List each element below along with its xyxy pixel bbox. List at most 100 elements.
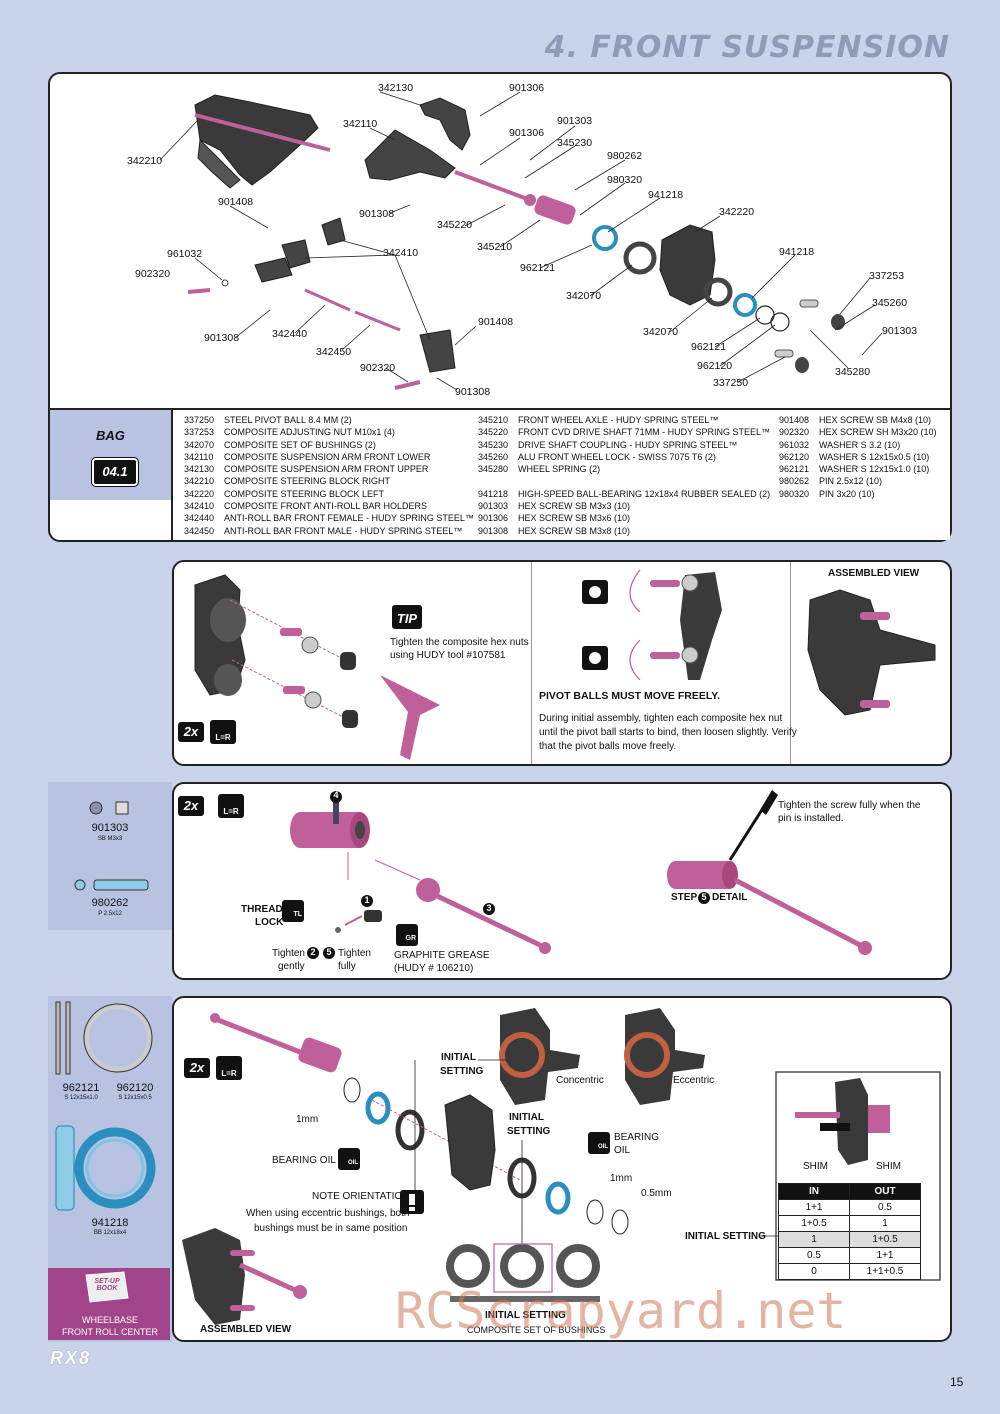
part-label: 342070 bbox=[566, 290, 602, 302]
parts-list-row: 345220 FRONT CVD DRIVE SHAFT 71MM - HUDY … bbox=[478, 426, 770, 438]
part-description: FRONT CVD DRIVE SHAFT 71MM - HUDY SPRING… bbox=[518, 427, 771, 438]
step1-assembled-view: ASSEMBLED VIEW bbox=[828, 568, 920, 579]
bearing-oil-right-1: BEARING bbox=[614, 1132, 660, 1143]
part-label: 337253 bbox=[869, 270, 905, 282]
bottom-initial-setting: INITIAL SETTING bbox=[485, 1310, 566, 1321]
shim-table-cell: 1+1+0.5 bbox=[849, 1263, 921, 1280]
side2-part1-id: 901303 bbox=[91, 822, 129, 834]
initial-setting-1: INITIAL bbox=[441, 1052, 476, 1063]
page-number: 15 bbox=[950, 1375, 964, 1389]
step2-lr: L=R bbox=[223, 807, 239, 816]
side3-part3-desc: BB 12x18x4 bbox=[93, 1230, 127, 1236]
tip-text-2: using HUDY tool #107581 bbox=[390, 650, 506, 661]
part-description: COMPOSITE SET OF BUSHINGS (2) bbox=[224, 439, 376, 450]
part-description: HEX SCREW SB M3x6 (10) bbox=[518, 513, 631, 524]
part-label: 345220 bbox=[437, 219, 473, 231]
part-label: 902320 bbox=[360, 362, 396, 374]
part-label: 980320 bbox=[607, 174, 643, 186]
part-description: WHEEL SPRING (2) bbox=[518, 464, 601, 475]
step1-divider-1 bbox=[531, 562, 532, 764]
table-initial-setting: INITIAL SETTING bbox=[685, 1231, 766, 1242]
side2-part2-id: 980262 bbox=[91, 897, 129, 909]
side3-part1-desc: S 12x15x1.0 bbox=[64, 1095, 98, 1101]
part-label: 342110 bbox=[343, 118, 378, 130]
step1-lr: L=R bbox=[215, 733, 231, 742]
eccentric-label: Eccentric bbox=[673, 1075, 715, 1086]
step3-assembled-view: ASSEMBLED VIEW bbox=[200, 1324, 292, 1335]
gr-icon: GR bbox=[405, 935, 417, 942]
note-orientation: NOTE ORIENTATION bbox=[312, 1191, 410, 1202]
side2-part2-desc: P 2.5x12 bbox=[98, 911, 122, 917]
setup-book-label: SET-UP BOOK bbox=[94, 1278, 120, 1292]
tighten-gently-2: gently bbox=[278, 961, 305, 972]
step-detail-pre: STEP bbox=[671, 892, 698, 903]
part-description: COMPOSITE SUSPENSION ARM FRONT UPPER bbox=[224, 464, 429, 475]
num-3: 3 bbox=[486, 903, 492, 913]
pivot-text-3: that the pivot balls move freely. bbox=[539, 741, 677, 752]
part-description: PIN 3x20 (10) bbox=[819, 488, 875, 499]
antiroll-holders bbox=[254, 217, 456, 373]
part-description: COMPOSITE FRONT ANTI-ROLL BAR HOLDERS bbox=[224, 501, 428, 512]
shim-table-cell: 0 bbox=[778, 1263, 850, 1280]
part-number: 342440 bbox=[184, 513, 215, 524]
parts-list-divider bbox=[50, 408, 950, 410]
num-2: 2 bbox=[310, 947, 316, 957]
tighten-gently-1: Tighten bbox=[272, 948, 305, 959]
screw-note-2: pin is installed. bbox=[778, 813, 844, 824]
one-mm-right: 1mm bbox=[610, 1173, 633, 1184]
step1-divider-2 bbox=[790, 562, 791, 764]
step3-qty: 2x bbox=[189, 1060, 205, 1075]
part-label: 901303 bbox=[557, 115, 593, 127]
part-number: 345260 bbox=[478, 451, 509, 462]
suspension-arm-upper bbox=[364, 97, 471, 181]
step-detail-post: DETAIL bbox=[712, 892, 748, 903]
tighten-fully-2: fully bbox=[338, 961, 356, 972]
part-label: 342410 bbox=[383, 247, 419, 259]
part-number: 342210 bbox=[184, 476, 215, 487]
part-label: 962121 bbox=[520, 262, 556, 274]
part-description: ALU FRONT WHEEL LOCK - SWISS 7075 T6 (2) bbox=[518, 451, 716, 462]
part-number: 345210 bbox=[478, 415, 509, 425]
part-description: WASHER S 3.2 (10) bbox=[819, 439, 901, 450]
initial-setting-2: SETTING bbox=[440, 1066, 484, 1077]
parts-list-row: 345260 ALU FRONT WHEEL LOCK - SWISS 7075 … bbox=[478, 451, 770, 463]
part-label: 342130 bbox=[378, 82, 414, 94]
oil-icon-right: OIL bbox=[598, 1144, 608, 1150]
part-label: 345280 bbox=[835, 366, 871, 378]
screw-note-1: Tighten the screw fully when the bbox=[778, 800, 921, 811]
note-text-2: bushings must be in same position bbox=[254, 1223, 408, 1234]
half-mm: 0.5mm bbox=[641, 1188, 672, 1199]
step2-parts-box bbox=[48, 782, 172, 930]
svg-text:TIP: TIP bbox=[397, 611, 418, 626]
num-1: 1 bbox=[364, 895, 370, 905]
part-description: COMPOSITE ADJUSTING NUT M10x1 (4) bbox=[224, 427, 395, 438]
note-text-1: When using eccentric bushings, both bbox=[246, 1208, 410, 1219]
part-label: 962120 bbox=[697, 360, 733, 372]
part-number: 345220 bbox=[478, 427, 509, 438]
part-label: 342210 bbox=[127, 155, 163, 167]
part-label: 342450 bbox=[316, 346, 352, 358]
part-description: STEEL PIVOT BALL 8.4 MM (2) bbox=[224, 415, 352, 425]
part-description: ANTI-ROLL BAR FRONT FEMALE - HUDY SPRING… bbox=[224, 513, 474, 524]
